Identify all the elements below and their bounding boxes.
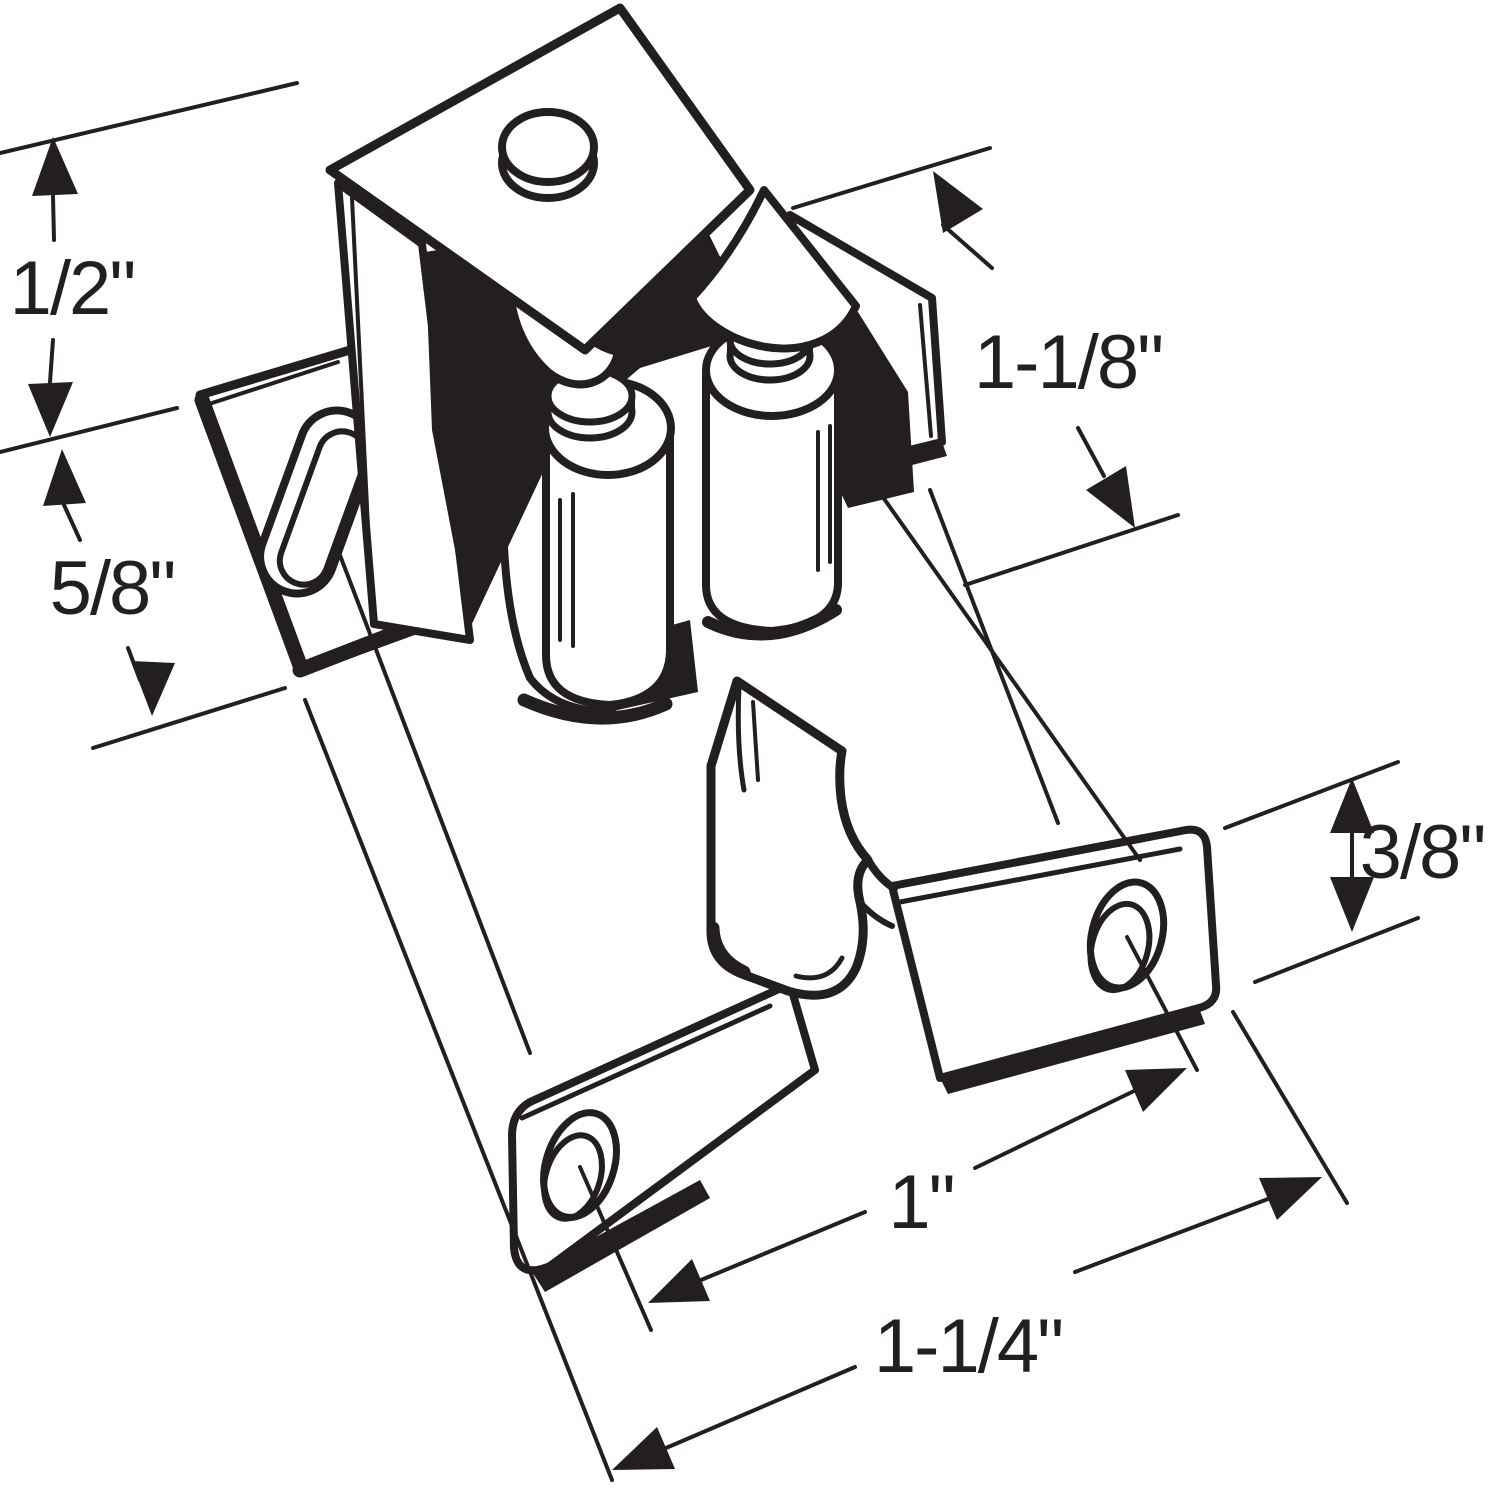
- dim-shaft: [51, 194, 56, 242]
- dimension-label-strike-length: 1-1/4": [874, 1304, 1062, 1389]
- dimension-annotations: 1/2" 5/8" 1-1/8" 3/8" 1" 1-1/4": [0, 81, 1486, 1482]
- left-roller-pin-sides: [545, 395, 635, 415]
- arrow-down-icon: [28, 382, 73, 437]
- ext-line-length-left: [303, 698, 614, 1482]
- ext-line-half-bottom: [0, 406, 179, 454]
- ext-line-five-eighths-bottom: [91, 686, 287, 750]
- spring-loop-s-bend: [864, 856, 898, 892]
- strike-left-tab-edge-line: [519, 1003, 773, 1121]
- leader-slot: [336, 548, 532, 1055]
- strike-left-tab-face: [508, 980, 819, 1275]
- arrow-down-right-icon: [1086, 466, 1135, 528]
- strike-clip: [508, 676, 1221, 1292]
- strike-spring-loop: [706, 676, 898, 1000]
- arrow-up-right-icon: [1125, 1068, 1187, 1112]
- left-roller: [499, 366, 675, 725]
- ext-line-depth-top: [791, 146, 992, 210]
- catch-body: [334, 179, 474, 644]
- strike-right-tab-face: [888, 825, 1221, 1082]
- spring-loop-bottom-arc: [793, 955, 845, 981]
- roller-catch-assembly: [194, 3, 947, 725]
- dim-shaft: [1076, 426, 1106, 478]
- arrow-up-right-icon: [933, 171, 983, 233]
- right-spring-wing: [688, 186, 860, 353]
- rivet-boss: [498, 108, 598, 186]
- ext-line-tab-top: [1223, 760, 1400, 830]
- arrow-up-icon: [32, 137, 78, 196]
- leader-right-hole: [1125, 935, 1199, 1072]
- spring-loop-shadow-edge: [706, 921, 751, 979]
- dimension-label-hole-spacing: 1": [888, 1160, 953, 1245]
- ext-line-half-top: [0, 81, 299, 155]
- leader-back-plate: [856, 460, 1142, 862]
- arrow-down-icon: [1330, 877, 1374, 932]
- spring-loop-inner-line: [751, 700, 760, 782]
- dimension-label-catch-height: 1/2": [10, 246, 135, 331]
- mounting-slot-outer: [256, 406, 378, 598]
- mounting-slot-inner: [276, 428, 370, 588]
- spring-loop-s-bend-inner: [857, 899, 895, 929]
- leader-housing: [928, 488, 1060, 825]
- right-roller-shadow-edge: [702, 604, 842, 641]
- strike-right-tab-thickness: [940, 1008, 1205, 1094]
- spring-loop-fold: [735, 683, 747, 793]
- strike-left-tab-thickness: [532, 1180, 710, 1292]
- ext-line-depth-bottom: [963, 513, 1180, 587]
- right-roller-highlight: [816, 424, 832, 572]
- dim-shaft: [973, 1089, 1136, 1170]
- arrow-down-left-icon: [612, 1427, 675, 1470]
- roller-housing-band: [499, 444, 616, 716]
- arrow-up-icon: [1330, 778, 1374, 833]
- dimension-label-strike-tab-height: 3/8": [1360, 810, 1485, 895]
- back-plate-edge-line: [918, 303, 933, 438]
- screw-hole-left-inner: [541, 1132, 605, 1222]
- arrow-up-right-icon: [1259, 1177, 1322, 1220]
- dim-shaft: [48, 338, 55, 384]
- spring-loop-outline: [706, 676, 873, 1000]
- arrow-down-icon: [131, 661, 175, 716]
- screw-hole-right-inner: [1087, 900, 1153, 994]
- arrow-up-icon: [43, 449, 86, 506]
- ext-line-tab-bottom: [1253, 916, 1420, 984]
- catch-body-edge-line: [350, 196, 374, 612]
- ext-line-length-right: [1231, 1010, 1349, 1205]
- dim-shaft: [699, 1210, 867, 1282]
- strike-left-tab: [508, 980, 819, 1292]
- right-roller: [702, 312, 842, 641]
- dim-shaft: [941, 223, 994, 270]
- left-roller-highlight: [558, 492, 575, 648]
- dimension-label-catch-depth: 1-1/8": [974, 320, 1162, 405]
- left-roller-shadow-edge: [517, 693, 673, 725]
- top-plate: [325, 3, 755, 355]
- strike-right-tab-edge-line: [897, 846, 1183, 905]
- flange-thickness-left: [194, 392, 309, 676]
- top-plate-rim-lines: [341, 175, 743, 347]
- dim-shaft: [664, 1365, 857, 1450]
- dim-shaft: [62, 503, 82, 542]
- leader-left-hole: [578, 1165, 653, 1332]
- catch-interior-shadow: [425, 212, 757, 628]
- left-roller-body: [542, 426, 674, 709]
- dimension-arrowheads: [28, 137, 1374, 1470]
- dimension-label-flange-length: 5/8": [50, 546, 175, 631]
- strike-right-tab: [888, 825, 1221, 1094]
- arrow-down-left-icon: [648, 1259, 710, 1303]
- dim-shaft: [1073, 1197, 1270, 1274]
- flange-edge-line: [207, 360, 340, 406]
